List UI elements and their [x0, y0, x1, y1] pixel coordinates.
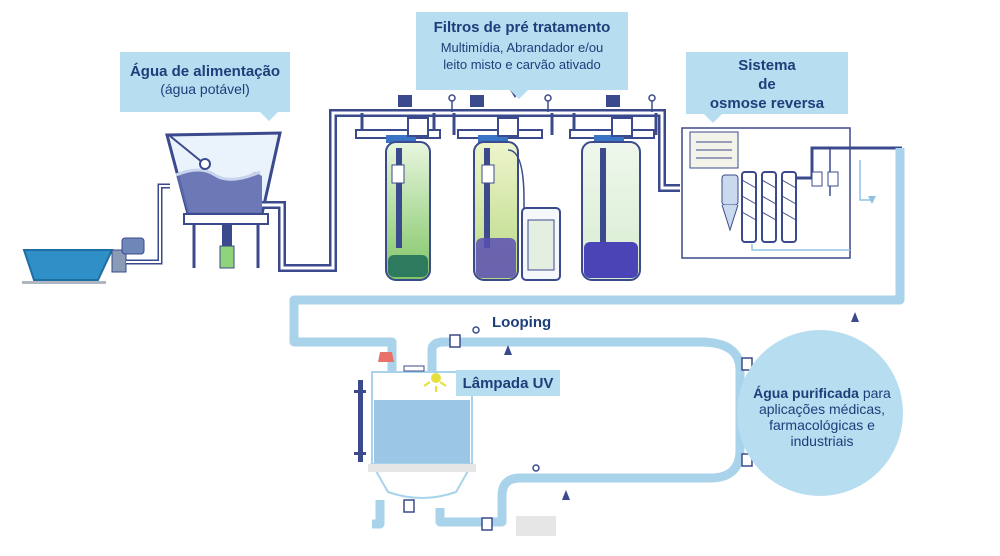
feed-water-subtitle: (água potável): [160, 81, 250, 97]
discharge-unit: [516, 516, 556, 536]
feed-water-callout: Água de alimentação (água potável): [120, 52, 290, 121]
ro-line2: de: [758, 76, 776, 93]
pressure-gauges: [448, 94, 656, 112]
looping-label: Looping: [492, 314, 552, 331]
purified-rest: para: [858, 385, 891, 401]
pretreatment-sub-line1: Multimídia, Abrandador e/ou: [440, 40, 604, 55]
filter-carbon: [569, 95, 658, 281]
purified-water-text: Água purificada para aplicações médicas,…: [742, 385, 902, 449]
loop-piping: [289, 148, 905, 529]
feed-water-title: Água de alimentação: [129, 63, 281, 80]
purified-line2: aplicações médicas,: [758, 401, 886, 417]
ro-line1: Sistema: [738, 57, 796, 74]
loop-valves: [403, 326, 753, 531]
purified-line4: industriais: [790, 433, 854, 449]
uv-lamp-callout: Lâmpada UV: [456, 370, 560, 396]
storage-tank: [354, 352, 476, 499]
pretreatment-title: Filtros de pré tratamento: [433, 19, 611, 36]
filter-multimedia: [355, 95, 441, 281]
purified-water-circle: [737, 330, 903, 496]
pretreatment-sub-line2: leito misto e carvão ativado: [443, 57, 601, 72]
feed-tank: [165, 131, 282, 269]
ro-system: [681, 127, 902, 259]
uv-lamp-label: Lâmpada UV: [462, 375, 554, 392]
filter-softener: [452, 95, 561, 281]
purified-line3: farmacológicas e: [769, 417, 875, 433]
purified-bold: Água purificada: [753, 385, 859, 401]
feed-pump: [111, 237, 145, 273]
ro-callout: Sistema de osmose reversa: [686, 52, 848, 123]
feed-pool: [22, 249, 114, 284]
pretreatment-callout: Filtros de pré tratamento Multimídia, Ab…: [416, 12, 628, 99]
uv-lamp-icon: [423, 373, 447, 392]
ro-line3: osmose reversa: [709, 95, 825, 112]
